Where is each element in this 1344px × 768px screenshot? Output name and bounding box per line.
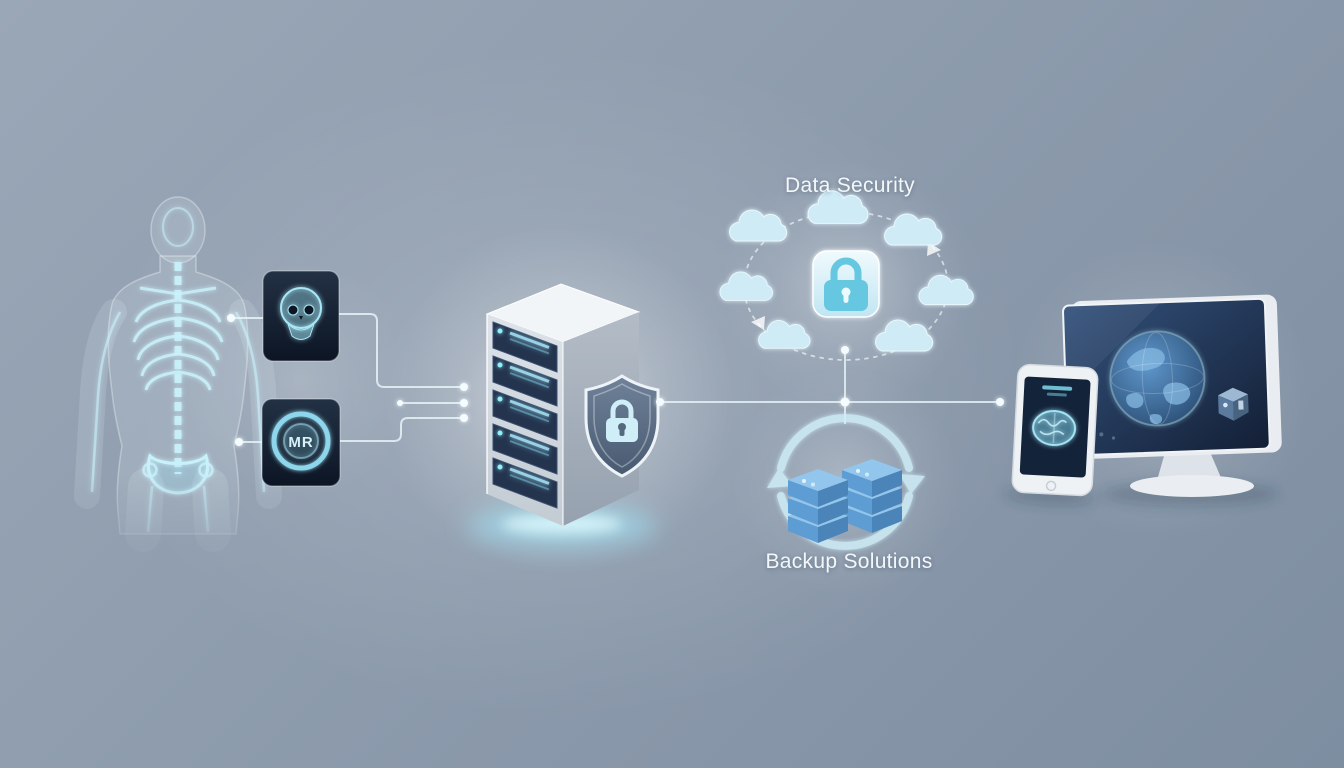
skeleton-glow — [90, 207, 266, 533]
mri-scan-label: MR — [288, 434, 313, 451]
backup-stack-back — [842, 459, 902, 533]
cube-icon — [1218, 387, 1249, 421]
padlock-icon — [606, 399, 638, 442]
body-left-leg — [125, 468, 164, 552]
skull-scan-icon — [280, 287, 322, 340]
tablet-icon — [1004, 363, 1099, 506]
ribcage-bones — [132, 298, 224, 391]
server-drive-slots — [492, 321, 558, 509]
server-slot-lights — [497, 328, 550, 491]
clavicle-bone — [139, 286, 217, 296]
body-right-leg — [192, 468, 231, 552]
security-lock-tile — [812, 250, 880, 318]
skull-scan-thumbnail — [262, 270, 340, 362]
body-head — [150, 196, 206, 264]
left-connection-wires — [231, 313, 461, 443]
left-wire-dots — [227, 314, 468, 446]
data-security-label: Data Security — [785, 174, 915, 197]
backup-stack-front — [788, 469, 848, 543]
mri-scan-icon — [271, 411, 331, 471]
skull-bone — [162, 207, 194, 247]
orbit-arrow-icon — [927, 242, 941, 256]
globe-icon — [1109, 330, 1206, 427]
right-wire-dots — [656, 346, 1004, 407]
workstation — [1004, 294, 1282, 506]
xray-body-figure — [74, 196, 282, 552]
monitor-base — [1130, 475, 1254, 497]
brain-scan-icon — [1032, 409, 1077, 447]
pelvis-bone — [147, 453, 209, 495]
padlock-icon — [824, 257, 868, 311]
mri-scan-thumbnail: MR — [261, 398, 341, 487]
shield-lock-icon — [584, 374, 660, 478]
orbit-arrow-icon — [751, 316, 765, 330]
backup-cluster — [767, 414, 925, 550]
data-security-cluster — [719, 190, 974, 361]
home-button-icon — [1045, 480, 1057, 492]
body-left-arm — [74, 299, 127, 509]
backup-solutions-label: Backup Solutions — [765, 550, 933, 573]
